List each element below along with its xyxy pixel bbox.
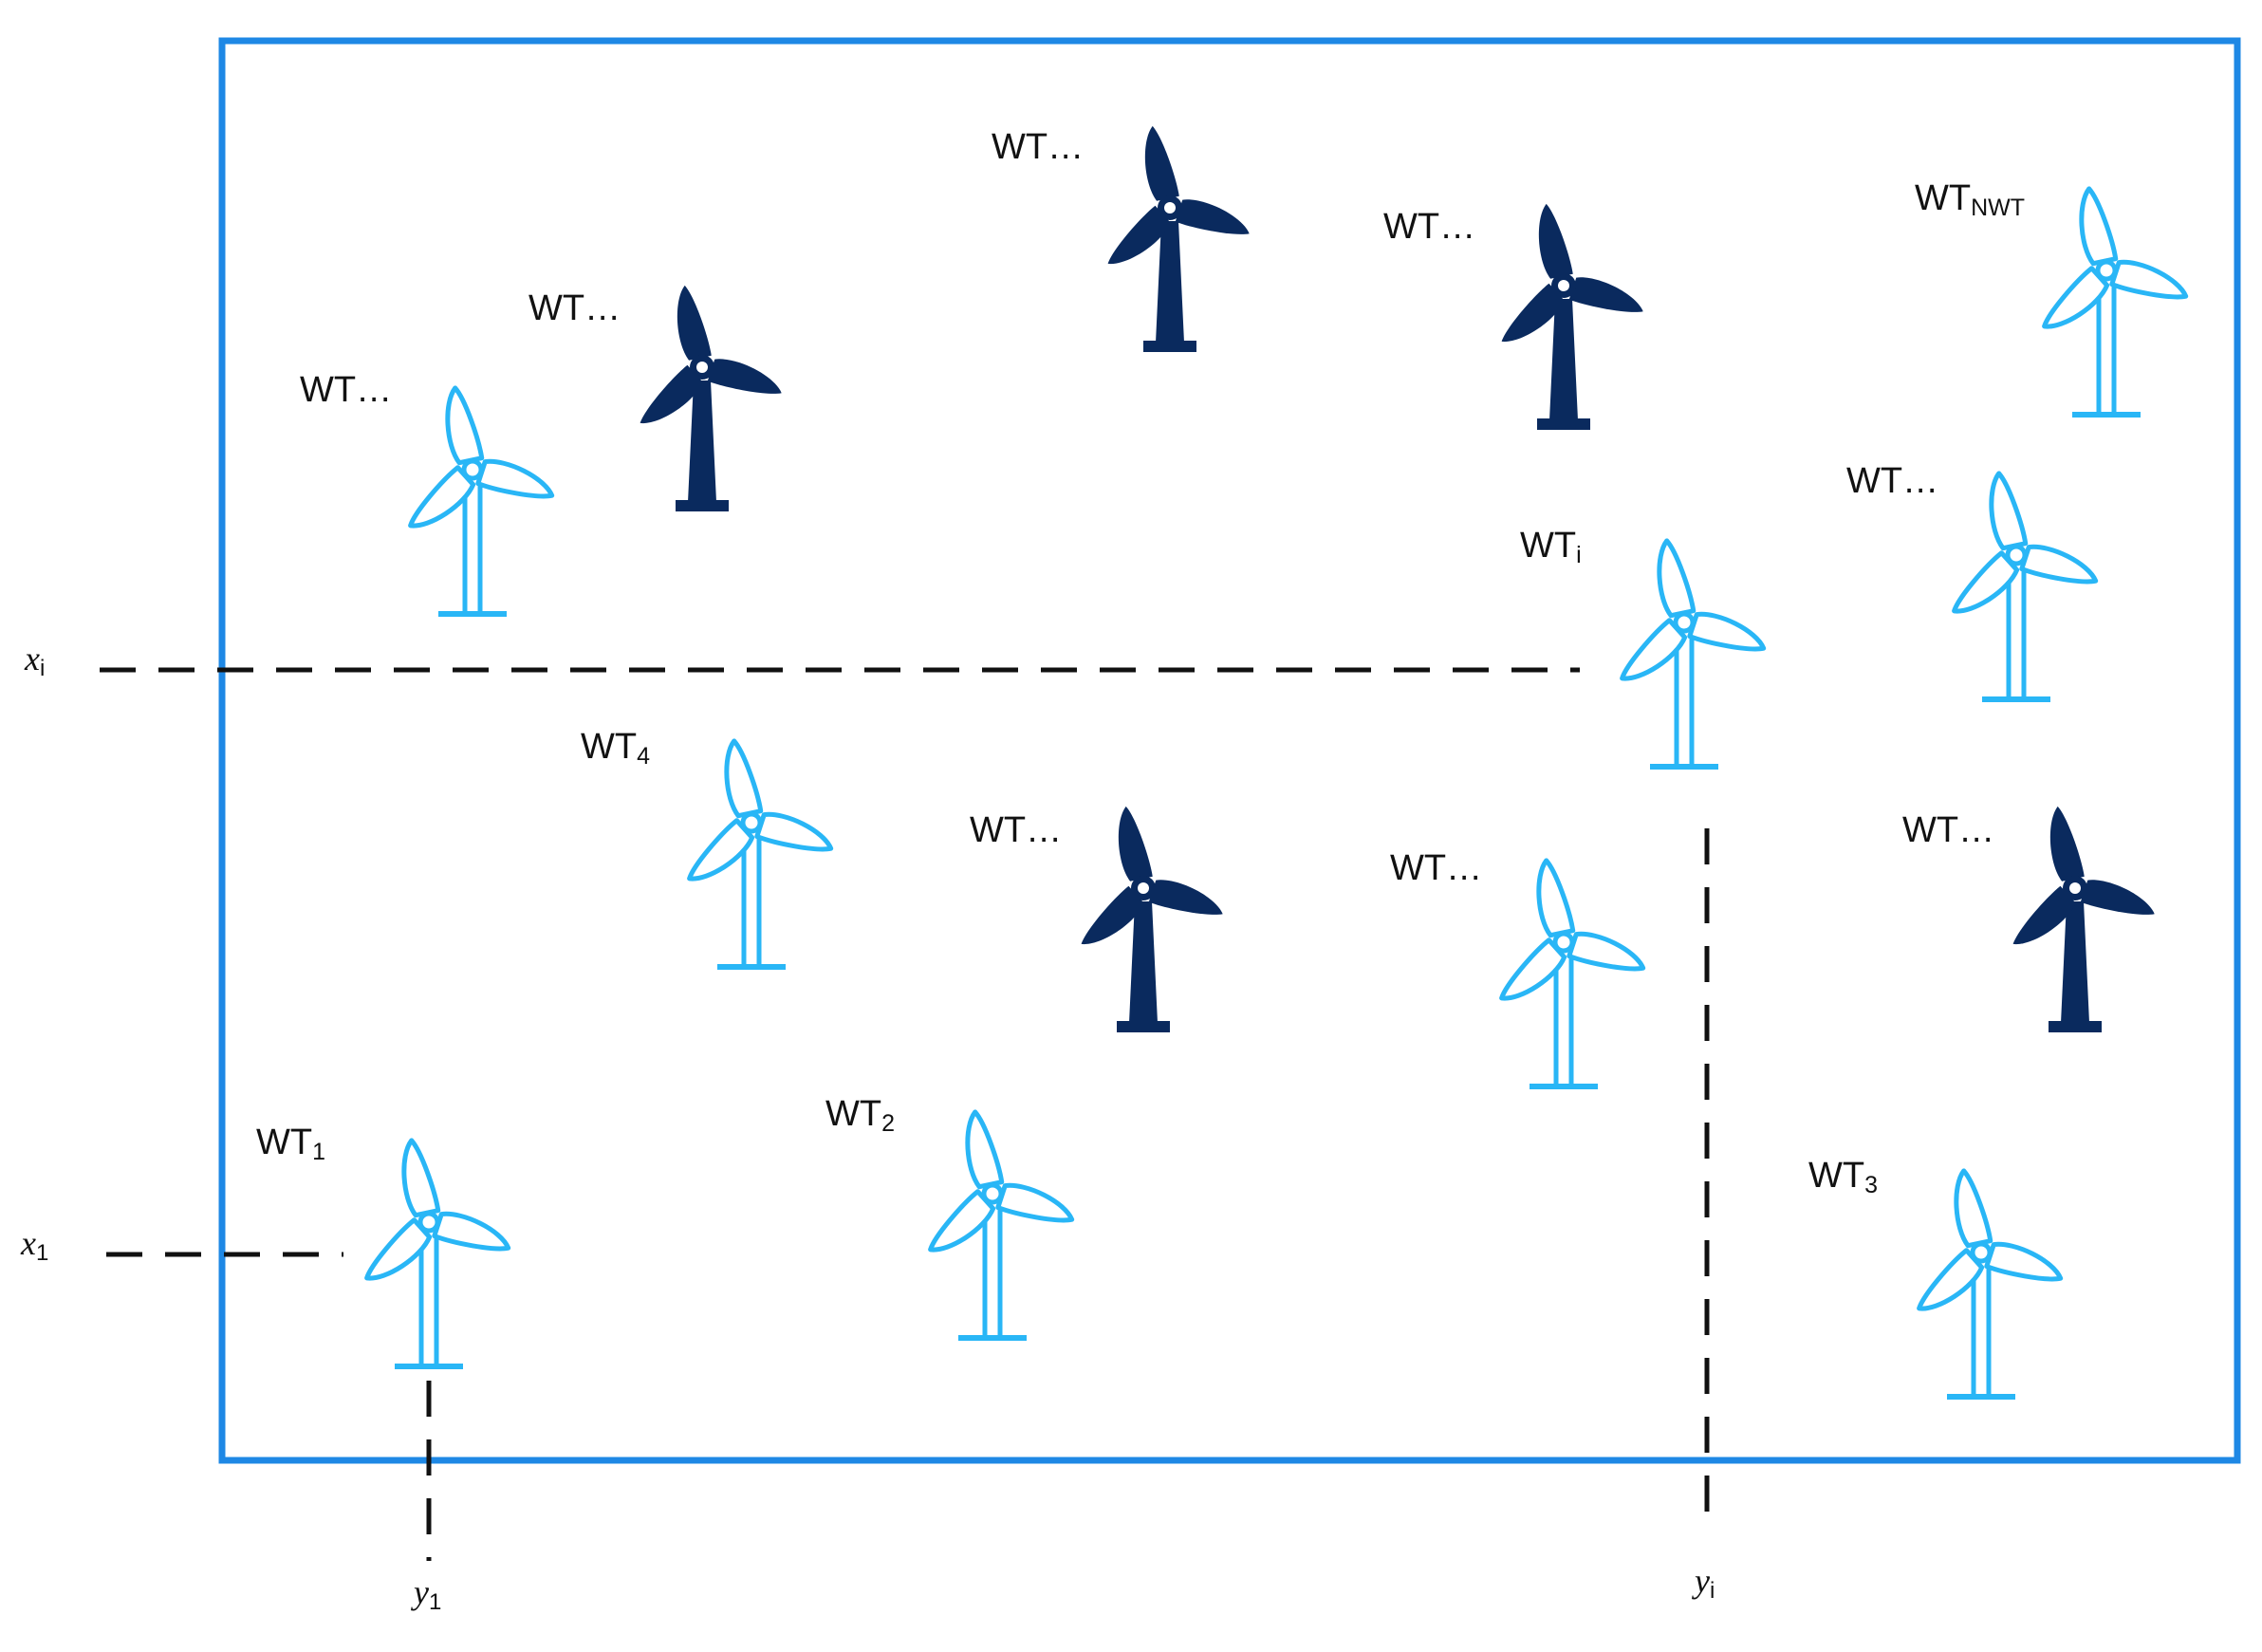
wind-farm-boundary bbox=[218, 37, 2241, 1464]
turbine-blade bbox=[475, 458, 555, 499]
turbine-blade bbox=[1175, 199, 1250, 234]
turbine-blade bbox=[965, 1109, 1005, 1190]
axis-label-x1: x1 bbox=[21, 1224, 49, 1266]
turbine-label: WT… bbox=[1383, 207, 1476, 247]
turbine-blade bbox=[1538, 203, 1573, 279]
turbine-label: WTNWT bbox=[1915, 178, 2025, 221]
turbine-blade bbox=[1954, 1168, 1993, 1249]
turbine-blade bbox=[754, 811, 834, 852]
turbine-label: WT3 bbox=[1808, 1156, 1878, 1198]
turbine-blade bbox=[1568, 277, 1643, 312]
turbine-blade bbox=[2042, 266, 2110, 329]
turbine-blade bbox=[1107, 205, 1171, 264]
turbine-blade bbox=[1148, 880, 1223, 915]
turbine-label: WT… bbox=[970, 810, 1063, 850]
turbine-blade bbox=[2049, 806, 2085, 882]
turbine-label: WT… bbox=[1846, 461, 1939, 501]
wind-turbine-dark-icon bbox=[1107, 125, 1250, 352]
coordinate-guides bbox=[100, 667, 1710, 1561]
turbine-label: WT… bbox=[528, 288, 621, 328]
wind-turbine-icon bbox=[1952, 471, 2099, 702]
turbine-blade bbox=[1118, 806, 1153, 882]
turbine-label: WT4 bbox=[581, 727, 650, 770]
wind-turbine-icon bbox=[364, 1138, 511, 1369]
wind-turbine-icon bbox=[1917, 1168, 2064, 1400]
turbine-label: WT… bbox=[992, 127, 1085, 167]
wind-turbine-dark-icon bbox=[2012, 806, 2155, 1032]
wind-turbine-icon bbox=[2042, 186, 2189, 418]
turbines-layer bbox=[364, 125, 2189, 1400]
turbine-blade bbox=[1917, 1248, 1985, 1311]
turbine-blade bbox=[1081, 885, 1144, 944]
turbine-blade bbox=[677, 285, 712, 361]
turbine-blade bbox=[432, 1211, 511, 1252]
turbine-blade bbox=[724, 738, 764, 819]
axis-label-y1: y1 bbox=[414, 1573, 442, 1615]
wind-turbine-icon bbox=[1620, 538, 1767, 770]
turbine-blade bbox=[2080, 880, 2155, 915]
turbine-blade bbox=[1687, 611, 1767, 652]
turbine-blade bbox=[1567, 931, 1646, 972]
turbine-blade bbox=[928, 1189, 996, 1253]
turbine-blade bbox=[687, 818, 755, 882]
turbine-label: WTi bbox=[1520, 526, 1582, 568]
turbine-blade bbox=[2079, 186, 2119, 267]
turbine-label: WT… bbox=[1390, 848, 1483, 888]
turbine-blade bbox=[401, 1138, 441, 1218]
wind-turbine-dark-icon bbox=[1501, 203, 1643, 430]
turbine-label: WT… bbox=[300, 370, 393, 410]
turbine-label: WT… bbox=[1902, 810, 1995, 850]
turbine-blade bbox=[1620, 618, 1688, 681]
wind-turbine-icon bbox=[1499, 858, 1646, 1089]
turbine-blade bbox=[2019, 544, 2099, 585]
turbine-blade bbox=[2012, 885, 2076, 944]
turbine-blade bbox=[1952, 550, 2020, 614]
wind-turbine-icon bbox=[687, 738, 834, 970]
turbine-blade bbox=[1989, 471, 2029, 551]
turbine-label: WT2 bbox=[825, 1094, 895, 1137]
turbine-blade bbox=[1144, 125, 1179, 201]
turbine-blade bbox=[445, 385, 485, 466]
turbine-blade bbox=[364, 1217, 433, 1281]
turbine-blade bbox=[1499, 937, 1567, 1001]
turbine-blade bbox=[1536, 858, 1576, 938]
axis-label-yi: yi bbox=[1695, 1562, 1715, 1604]
turbine-blade bbox=[408, 465, 476, 529]
wind-turbine-icon bbox=[408, 385, 555, 617]
turbine-blade bbox=[1984, 1241, 2064, 1282]
turbine-blade bbox=[640, 364, 703, 423]
turbine-label: WT1 bbox=[256, 1123, 325, 1165]
turbine-blade bbox=[995, 1182, 1075, 1223]
turbine-blade bbox=[1657, 538, 1696, 619]
turbine-blade bbox=[707, 359, 782, 394]
turbine-blade bbox=[1501, 283, 1565, 342]
wind-turbine-icon bbox=[928, 1109, 1075, 1341]
turbine-blade bbox=[2109, 259, 2189, 300]
axis-label-xi: xi bbox=[25, 640, 46, 681]
wind-turbine-dark-icon bbox=[1081, 806, 1223, 1032]
wind-turbine-dark-icon bbox=[640, 285, 782, 511]
